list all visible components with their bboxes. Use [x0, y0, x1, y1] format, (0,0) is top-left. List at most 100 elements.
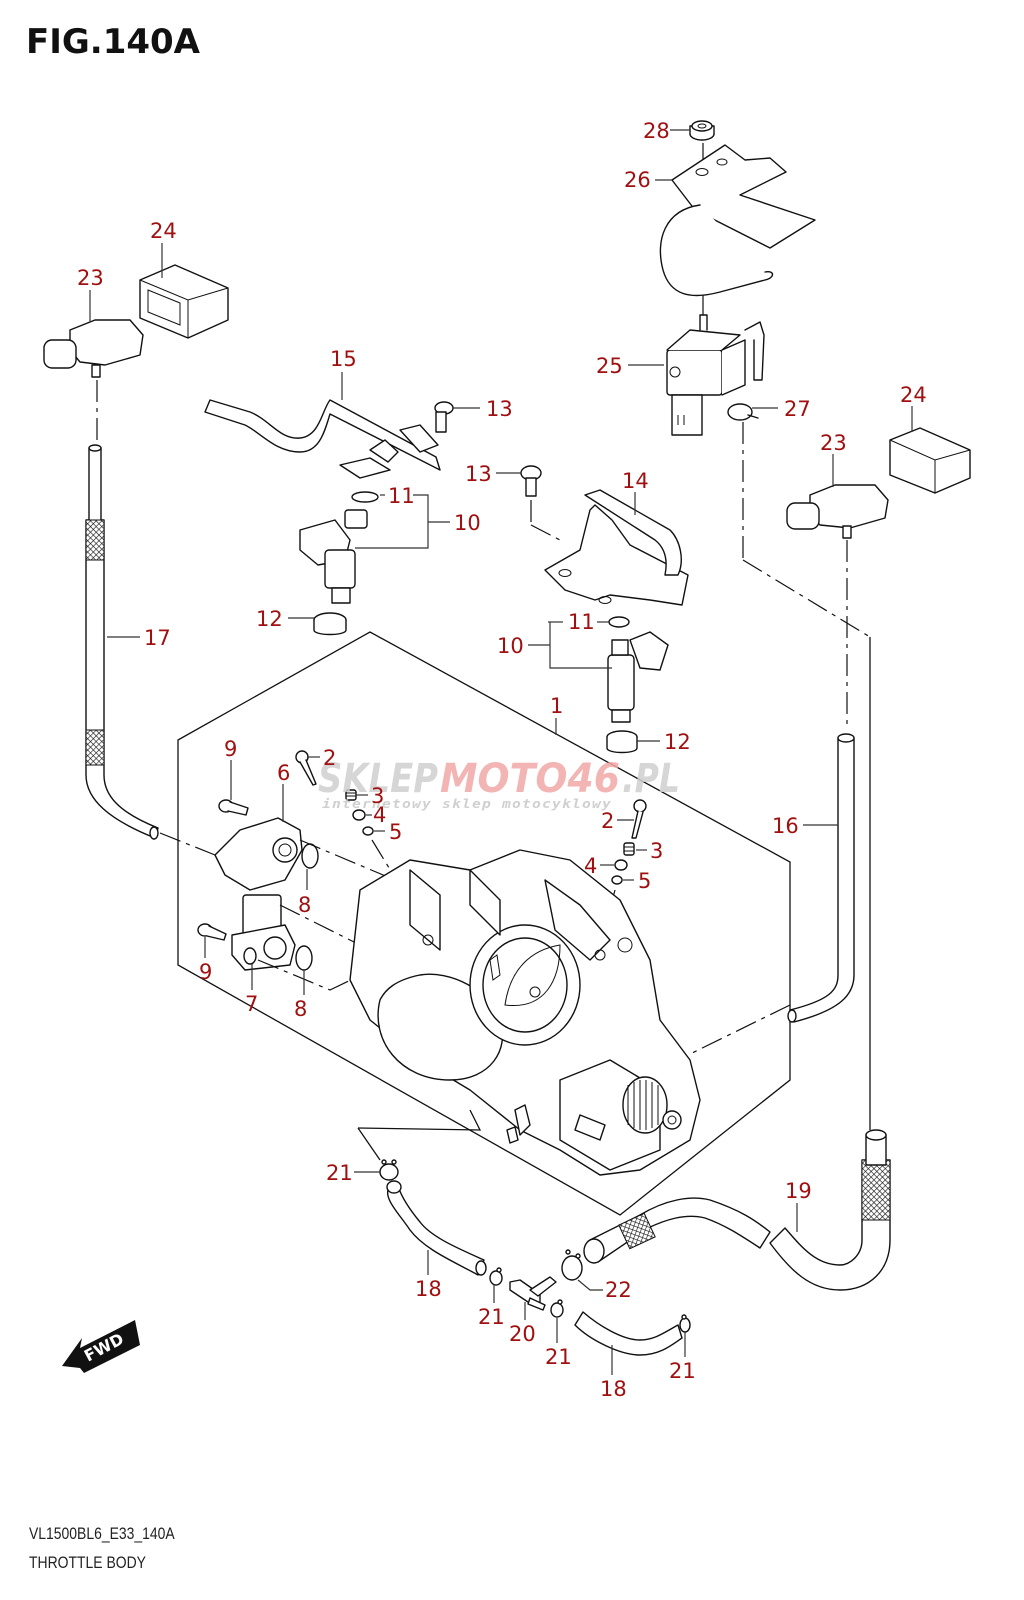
- callout-16[interactable]: 16: [772, 814, 799, 838]
- part-8-oring-lower[interactable]: [295, 945, 313, 971]
- callout-12-right[interactable]: 12: [664, 730, 691, 754]
- callout-18-lower[interactable]: 18: [600, 1377, 627, 1401]
- callout-12-left[interactable]: 12: [256, 607, 283, 631]
- watermark-brand-suffix: .PL: [622, 756, 680, 802]
- part-7-sensor[interactable]: [231, 894, 296, 971]
- callout-23-left[interactable]: 23: [77, 266, 104, 290]
- callout-25[interactable]: 25: [596, 354, 623, 378]
- callout-26[interactable]: 26: [624, 168, 651, 192]
- callout-10-left[interactable]: 10: [454, 511, 481, 535]
- callout-28[interactable]: 28: [643, 119, 670, 143]
- part-11-oring-right[interactable]: [608, 616, 630, 628]
- callout-24-right[interactable]: 24: [900, 383, 927, 407]
- callout-22[interactable]: 22: [605, 1278, 632, 1302]
- part-28-nut[interactable]: [689, 120, 715, 141]
- callout-13-lower[interactable]: 13: [465, 462, 492, 486]
- part-13-screw-upper[interactable]: [434, 401, 454, 433]
- part-20-joint[interactable]: [509, 1276, 557, 1311]
- part-10-injector-right[interactable]: [607, 631, 669, 723]
- part-6-throttle-position-sensor[interactable]: [214, 817, 303, 891]
- part-13-screw-lower[interactable]: [520, 465, 542, 497]
- part-11-oring-left[interactable]: [351, 491, 379, 503]
- callout-7[interactable]: 7: [245, 992, 258, 1016]
- part-25-solenoid-valve[interactable]: [666, 314, 765, 436]
- callout-13-upper[interactable]: 13: [486, 397, 513, 421]
- callout-9-upper[interactable]: 9: [224, 737, 237, 761]
- callout-8-lower[interactable]: 8: [294, 997, 307, 1021]
- callout-20[interactable]: 20: [509, 1322, 536, 1346]
- part-24-cover-left[interactable]: [139, 264, 229, 339]
- fwd-direction-badge: FWD: [62, 1320, 140, 1373]
- part-24-cover-right[interactable]: [889, 427, 971, 494]
- part-21-clamp-d[interactable]: [679, 1314, 691, 1333]
- callout-11-right[interactable]: 11: [568, 610, 595, 634]
- part-21-clamp-c[interactable]: [550, 1299, 564, 1318]
- callout-8-upper[interactable]: 8: [298, 893, 311, 917]
- leader-lines: [89, 129, 913, 1375]
- figure-title: FIG.140A: [26, 22, 200, 62]
- callout-27[interactable]: 27: [784, 397, 811, 421]
- part-9-screw-upper[interactable]: [218, 799, 249, 816]
- callout-15[interactable]: 15: [330, 347, 357, 371]
- part-26-bracket[interactable]: [659, 144, 816, 297]
- part-2-screw-right[interactable]: [631, 799, 647, 839]
- part-18-hose-upper[interactable]: [386, 1180, 487, 1276]
- callout-2-left[interactable]: 2: [323, 746, 336, 770]
- part-9-screw-lower[interactable]: [197, 923, 227, 941]
- callout-21-d[interactable]: 21: [669, 1359, 696, 1383]
- callout-10-right[interactable]: 10: [497, 634, 524, 658]
- callout-21-a[interactable]: 21: [326, 1161, 353, 1185]
- part-12-seal-right[interactable]: [606, 730, 638, 754]
- part-4-washer-right[interactable]: [614, 859, 628, 871]
- part-1-throttle-body[interactable]: [349, 849, 701, 1176]
- assembly-outline: [177, 631, 791, 1216]
- watermark: SKLEP MOTO46 .PL internetowy sklep motoc…: [318, 756, 680, 811]
- callout-2-right[interactable]: 2: [601, 809, 614, 833]
- watermark-brand-red: MOTO46: [440, 756, 620, 802]
- callout-17[interactable]: 17: [144, 626, 171, 650]
- callout-23-right[interactable]: 23: [820, 431, 847, 455]
- callout-11-left[interactable]: 11: [388, 484, 415, 508]
- part-4-washer-left[interactable]: [352, 809, 366, 821]
- part-21-clamp-b[interactable]: [489, 1267, 503, 1286]
- part-27-clamp[interactable]: [727, 403, 759, 421]
- part-3-spring-right[interactable]: [623, 842, 635, 856]
- callout-21-b[interactable]: 21: [478, 1305, 505, 1329]
- callout-19[interactable]: 19: [785, 1179, 812, 1203]
- figure-name: THROTTLE BODY: [29, 1553, 146, 1572]
- part-14-fuel-pipe[interactable]: [544, 489, 689, 606]
- part-21-clamp-a[interactable]: [379, 1159, 399, 1181]
- part-22-clamp[interactable]: [561, 1249, 583, 1281]
- part-8-oring-upper[interactable]: [301, 843, 319, 869]
- part-10-injector-left[interactable]: [299, 509, 368, 604]
- part-17-hose[interactable]: [85, 444, 159, 840]
- callout-3-left[interactable]: 3: [371, 784, 384, 808]
- callout-5-left[interactable]: 5: [389, 820, 402, 844]
- part-16-hose[interactable]: [787, 733, 855, 1023]
- callout-9-lower[interactable]: 9: [199, 960, 212, 984]
- part-23-sensor-left[interactable]: [43, 319, 144, 378]
- part-15-fuel-pipe[interactable]: [204, 399, 441, 479]
- part-18-hose-lower[interactable]: [574, 1311, 683, 1356]
- callout-6[interactable]: 6: [277, 761, 290, 785]
- callout-4-right[interactable]: 4: [584, 854, 597, 878]
- callout-5-right[interactable]: 5: [638, 869, 651, 893]
- part-5-oring-right[interactable]: [611, 875, 623, 885]
- watermark-tagline: internetowy sklep motocyklowy: [322, 797, 612, 811]
- part-5-oring-left[interactable]: [362, 826, 374, 836]
- part-2-screw-left[interactable]: [295, 750, 317, 786]
- watermark-brand-gray: SKLEP: [318, 756, 438, 802]
- callout-1[interactable]: 1: [550, 694, 563, 718]
- callout-18-upper[interactable]: 18: [415, 1277, 442, 1301]
- part-19-hose[interactable]: [583, 1129, 891, 1291]
- callout-3-right[interactable]: 3: [650, 839, 663, 863]
- part-12-seal-left[interactable]: [313, 612, 347, 636]
- part-23-sensor-right[interactable]: [786, 484, 889, 539]
- callout-14[interactable]: 14: [622, 469, 649, 493]
- callouts: 28 26 24 23 15 13 25 27 24 13 14 23 11 1…: [77, 119, 927, 1401]
- figure-code: VL1500BL6_E33_140A: [29, 1524, 175, 1543]
- callout-24-left[interactable]: 24: [150, 219, 177, 243]
- callout-21-c[interactable]: 21: [545, 1345, 572, 1369]
- callout-4-left[interactable]: 4: [373, 803, 386, 827]
